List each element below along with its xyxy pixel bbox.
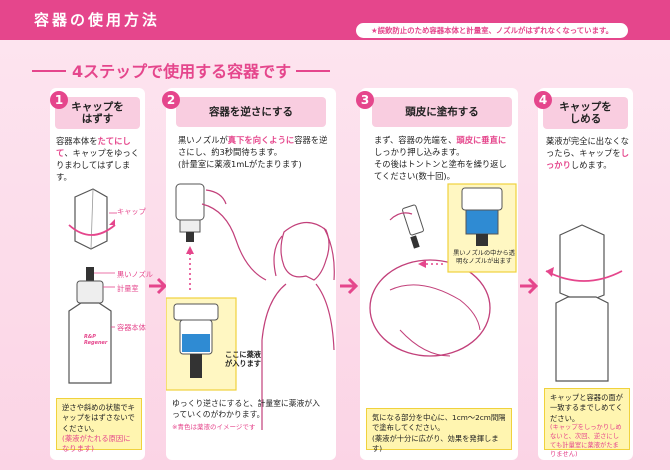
step1-description: 容器本体をたてにして、キャップをゆっくりまわしてはずします。 [56,135,142,183]
section-subtitle: 4ステップで使用する容器です [72,62,292,81]
step1-desc-a: 容器本体を [56,136,98,146]
step1-title-line2: はずす [81,113,114,125]
subtitle-line-left [32,70,66,72]
step1-note: 逆さや斜めの状態でキャップをはずさないでください。 (薬液がたれる原因になります… [56,398,142,453]
label-nozzle: 黒いノズル [117,270,153,279]
step4-note-main: キャップと容器の面が一致するまでしめてください。 [550,393,623,423]
step2-desc-b: 容器を逆さにし、約3秒間待ちます。 [178,135,328,158]
step1-bottle-illustration [68,188,117,384]
label-cap: キャップ [117,207,146,216]
step4-bottle-illustration [545,224,623,382]
bottle-brand-line2: Regener [84,339,108,346]
step2-note-main: ゆっくり逆さにすると、計量室に薬液が入っていくのがわかります。 [172,399,320,420]
step1-number: 1 [50,91,68,109]
step3-number: 3 [356,91,374,109]
step4-number: 4 [534,91,552,109]
head-shape [369,259,491,357]
step2-woman-illustration [166,183,335,430]
woman-head-shape [280,221,330,281]
step3-head-illustration [369,183,517,357]
step-arrow-1-icon [149,277,168,295]
safety-notice: ★誤飲防止のため容器本体と計量室、ノズルがはずれなくなっています。 [356,23,628,38]
step2-desc-c: (計量室に薬液1mLがたまります) [178,159,302,170]
step1-desc-emphasis: たてにして [56,136,131,159]
step2-title: 容器を逆さにする [176,97,326,127]
chamber-shape [76,280,104,304]
step3-description: まず、容器の先端を、頭皮に垂直にしっかり押し込みます。 その後はトントンと塗布を… [374,134,514,182]
step4-desc-emphasis: しっかり [546,148,629,171]
step4-note: キャップと容器の面が一致するまでしめてください。 (キャップをしっかりしめないと… [544,388,630,458]
step2-desc-a: 黒いノズルが [178,135,228,145]
step3-title: 頭皮に塗布する [372,97,512,127]
rotate-arrow-icon [68,224,116,236]
step1-title: キャップをはずす [55,97,140,129]
step4-title-line2: しめる [569,113,602,125]
step3-inset-label: 黒いノズルの中から透明なノズルが出ます [453,250,515,266]
bottle-brand-line1: R&P [84,334,96,340]
step4-desc-b: しめます。 [570,160,612,171]
label-chamber: 計量室 [117,284,139,293]
subtitle-line-right [296,70,330,72]
liquid-shape [182,334,210,352]
page-title: 容器の使用方法 [34,11,161,29]
step4-description: 薬液が完全に出なくなったら、キャップをしっかりしめます。 [546,135,630,171]
label-body: 容器本体 [117,323,146,332]
step3-note-main: 気になる部分を中心に、1cm〜2cm間隔で塗布してください。 [372,413,506,433]
nozzle-shape [86,267,94,281]
step3-note-small: (薬液が十分に広がり、効果を発揮します) [372,433,499,454]
step-arrow-2-icon [340,277,359,295]
step2-callout: ここに薬液が入ります [225,350,261,369]
step2-description: 黒いノズルが真下を向くように容器を逆さにし、約3秒間待ちます。 (計量室に薬液1… [178,134,330,170]
step4-title-line1: キャップを [559,100,612,113]
inverted-bottle-shape [175,183,205,221]
step1-title-line1: キャップを [71,100,124,113]
step1-note-small: (薬液がたれる原因になります) [62,434,131,454]
step2-note-small: ※青色は薬液のイメージです [172,422,256,431]
step2-number: 2 [162,91,180,109]
tighten-arrow-icon [545,270,623,282]
step3-note: 気になる部分を中心に、1cm〜2cm間隔で塗布してください。 (薬液が十分に広が… [366,408,512,453]
step4-note-small: (キャップをしっかりしめないと、次回、逆さにしても計量室に薬液がたまりません) [550,424,622,458]
step3-desc-b: しっかり押し込みます。 [374,147,465,158]
step1-note-main: 逆さや斜めの状態でキャップをはずさないでください。 [62,403,135,433]
step3-desc-c: その後はトントンと塗布を繰り返してください(数十回)。 [374,159,507,182]
closed-cap-shape [559,224,605,304]
step3-desc-emphasis: 頭皮に垂直に [456,135,507,145]
step3-desc-a: まず、容器の先端を、 [374,135,457,145]
step4-desc-a: 薬液が完全に出なくなったら、キャップを [546,136,629,159]
step2-note: ゆっくり逆さにすると、計量室に薬液が入っていくのがわかります。 ※青色は薬液のイ… [172,398,322,432]
step2-desc-emphasis: 真下を向くように [227,135,295,145]
step-arrow-3-icon [520,277,539,295]
step1-desc-b: 、キャップをゆっくりまわしてはずします。 [56,148,139,183]
step4-title: キャップをしめる [543,97,628,129]
bottle-body-shape [68,302,112,384]
closed-body-shape [555,296,609,382]
